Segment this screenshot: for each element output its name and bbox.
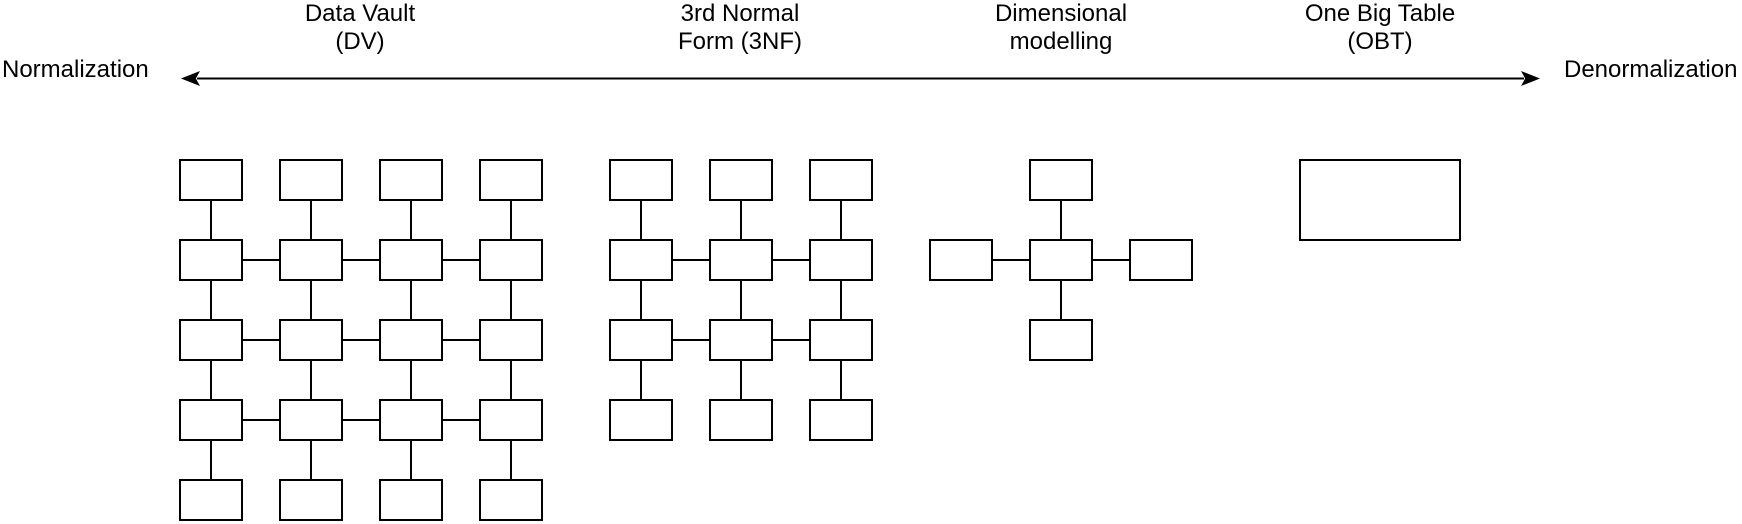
technique-label-line1: Dimensional xyxy=(994,0,1128,27)
third-normal-form-table-box xyxy=(809,239,873,281)
technique-label-line1: One Big Table xyxy=(1304,0,1456,27)
technique-label-line2: modelling xyxy=(1009,28,1113,55)
third-normal-form-table-box xyxy=(709,239,773,281)
data-vault-table-box xyxy=(279,399,343,441)
one-big-table-table-box xyxy=(1299,159,1461,241)
data-vault-table-box xyxy=(379,479,443,521)
data-vault-table-box xyxy=(179,319,243,361)
data-vault-table-box xyxy=(379,239,443,281)
data-vault-table-box xyxy=(279,159,343,201)
technique-label-line1: Data Vault xyxy=(304,0,416,27)
arrowhead-left-icon xyxy=(181,71,200,86)
data-vault-table-box xyxy=(179,159,243,201)
third-normal-form-table-box xyxy=(709,319,773,361)
third-normal-form-table-box xyxy=(609,399,673,441)
third-normal-form-table-box xyxy=(709,399,773,441)
dimensional-modelling-table-box xyxy=(1029,319,1093,361)
data-vault-table-box xyxy=(179,239,243,281)
dimensional-modelling-table-box xyxy=(929,239,993,281)
data-vault-table-box xyxy=(279,479,343,521)
third-normal-form-table-box xyxy=(609,239,673,281)
third-normal-form-table-box xyxy=(609,159,673,201)
axis-label-denormalization: Denormalization xyxy=(1564,56,1738,83)
data-vault-table-box xyxy=(479,399,543,441)
axis-label-normalization: Normalization xyxy=(2,56,149,83)
third-normal-form-table-box xyxy=(809,319,873,361)
dimensional-modelling-table-box xyxy=(1029,239,1093,281)
data-vault-table-box xyxy=(479,159,543,201)
technique-label-dimensional-modelling: Dimensional modelling xyxy=(995,0,1127,56)
data-vault-table-box xyxy=(379,159,443,201)
data-vault-table-box xyxy=(479,319,543,361)
dimensional-modelling-table-box xyxy=(1129,239,1193,281)
data-vault-table-box xyxy=(179,399,243,441)
data-vault-table-box xyxy=(279,239,343,281)
data-vault-table-box xyxy=(479,479,543,521)
technique-label-third-normal-form: 3rd Normal Form (3NF) xyxy=(678,0,802,56)
dimensional-modelling-table-box xyxy=(1029,159,1093,201)
technique-label-line1: 3rd Normal xyxy=(680,0,800,27)
arrowhead-right-icon xyxy=(1521,71,1540,86)
technique-label-data-vault: Data Vault (DV) xyxy=(305,0,415,56)
data-vault-table-box xyxy=(479,239,543,281)
data-vault-table-box xyxy=(179,479,243,521)
data-vault-table-box xyxy=(379,319,443,361)
technique-label-line2: Form (3NF) xyxy=(678,28,802,55)
technique-label-line2: (OBT) xyxy=(1347,28,1413,55)
technique-label-one-big-table: One Big Table (OBT) xyxy=(1305,0,1455,56)
data-vault-table-box xyxy=(379,399,443,441)
third-normal-form-table-box xyxy=(609,319,673,361)
third-normal-form-table-box xyxy=(809,399,873,441)
third-normal-form-table-box xyxy=(809,159,873,201)
third-normal-form-table-box xyxy=(709,159,773,201)
technique-label-line2: (DV) xyxy=(335,28,385,55)
data-vault-table-box xyxy=(279,319,343,361)
